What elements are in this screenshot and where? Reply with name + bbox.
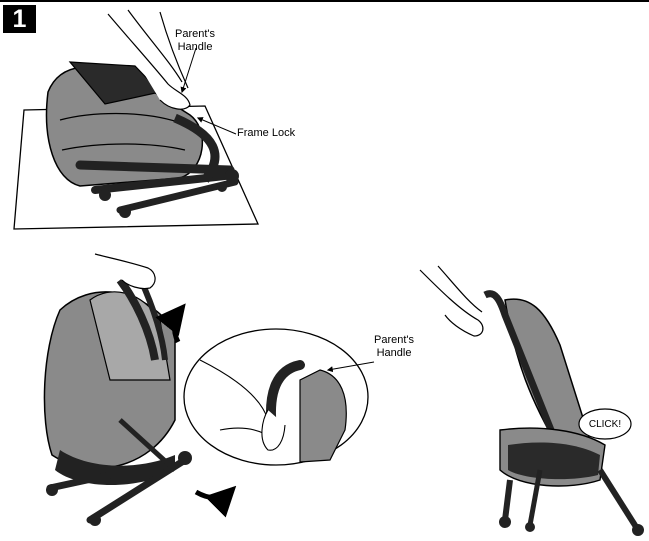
frame-lock-label: Frame Lock: [237, 127, 296, 139]
click-label: CLICK!: [588, 419, 622, 430]
parents-handle-label-top: Parent's Handle: [175, 28, 216, 53]
folding-stroller-lifting-illustration: [43, 253, 237, 526]
folded-stroller-click-illustration: [419, 265, 644, 536]
step-number-badge: 1: [3, 5, 36, 33]
handle-detail-inset: [183, 328, 375, 466]
parents-handle-label-inset: Parent's Handle: [374, 334, 415, 359]
top-rule: [0, 0, 649, 2]
folding-stroller-top-illustration: [13, 9, 259, 230]
